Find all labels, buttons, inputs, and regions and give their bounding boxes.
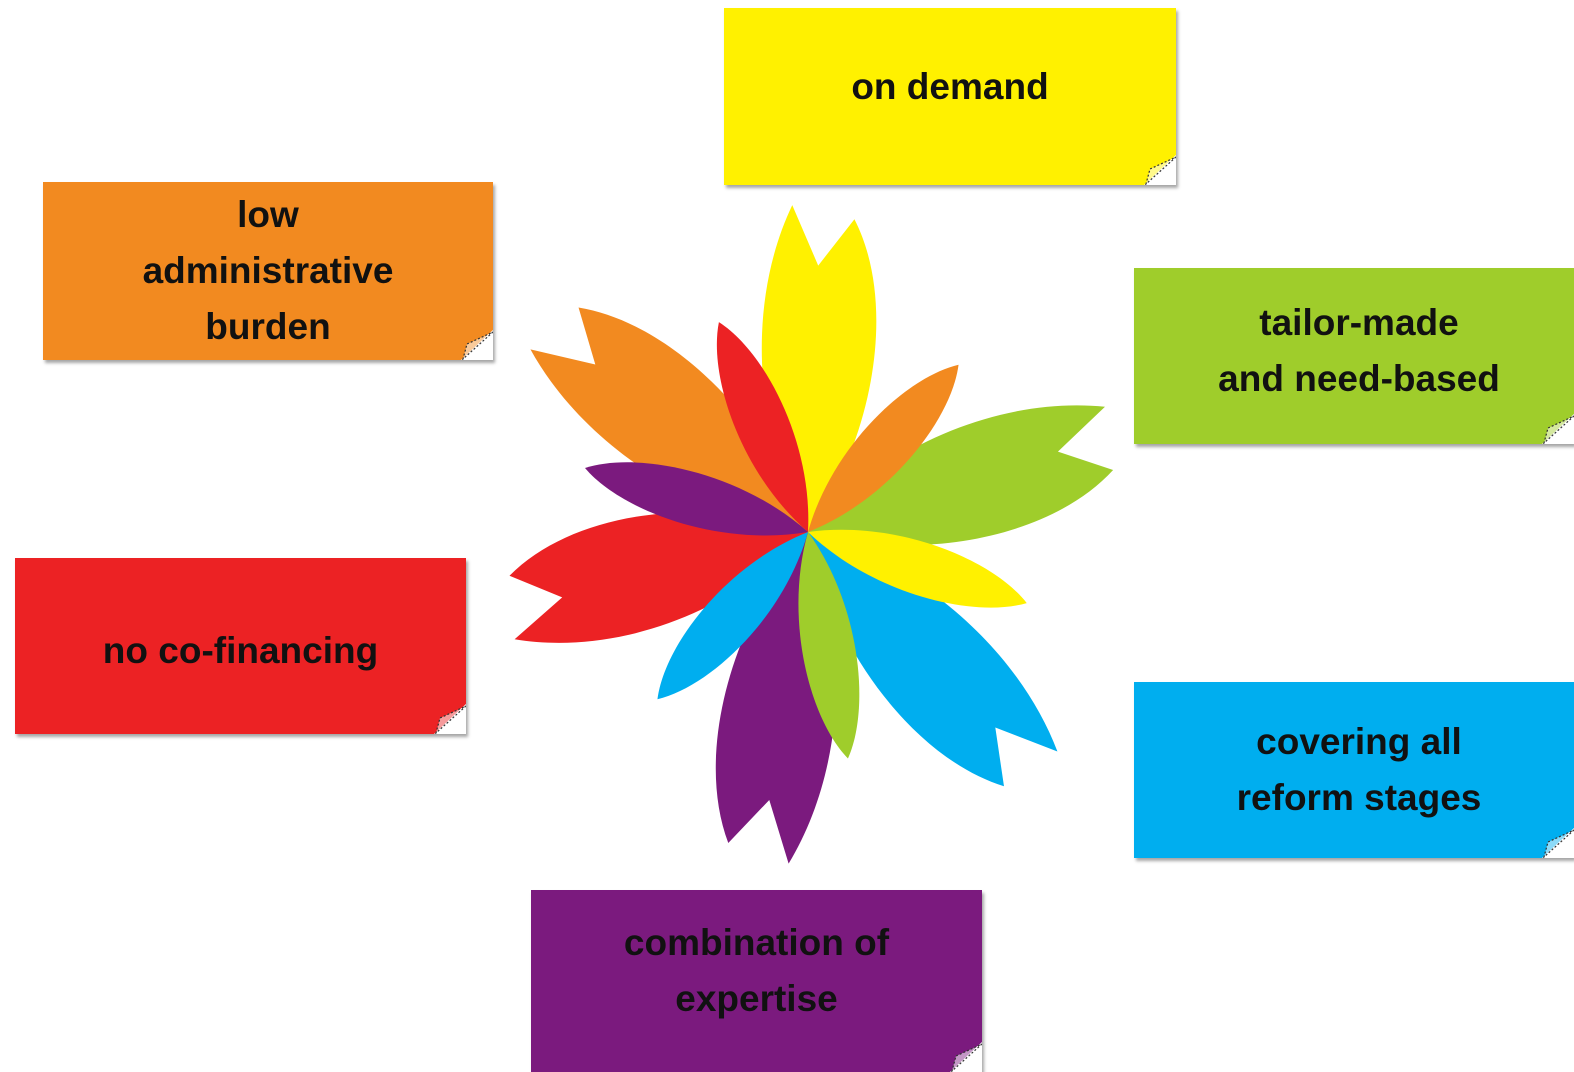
petal-blue-inner <box>657 532 808 700</box>
note-covering-all-reform-stages: covering all reform stages <box>1134 682 1574 858</box>
petal-red-outer <box>509 512 808 643</box>
page-curl-icon <box>950 1042 982 1072</box>
petal-green-inner <box>798 532 860 759</box>
note-low-administrative-burden-label: low administrative burden <box>142 194 394 347</box>
note-tailor-made: tailor-made and need-based <box>1134 268 1574 444</box>
note-on-demand-label: on demand <box>851 65 1049 107</box>
note-combination-of-expertise: combination of expertise <box>531 890 982 1072</box>
page-curl-icon <box>1144 155 1176 185</box>
note-combination-of-expertise-label: combination of expertise <box>623 922 890 1019</box>
note-tailor-made-label: tailor-made and need-based <box>1218 302 1500 399</box>
note-on-demand: on demand <box>724 8 1176 185</box>
petal-orange-outer <box>530 307 808 532</box>
note-low-administrative-burden: low administrative burden <box>43 182 493 360</box>
petal-green-outer <box>808 405 1114 546</box>
petal-purple-inner <box>584 462 808 536</box>
note-no-co-financing-label: no co-financing <box>102 630 379 671</box>
page-curl-icon <box>434 704 466 734</box>
petal-orange-inner <box>808 364 959 532</box>
note-no-co-financing: no co-financing <box>15 558 466 734</box>
page-curl-icon <box>1542 828 1574 858</box>
petal-red-inner <box>716 322 809 532</box>
note-covering-all-reform-stages-label: covering all reform stages <box>1236 721 1482 818</box>
petal-blue-outer <box>808 532 1058 787</box>
petal-yellow-inner <box>808 529 1027 608</box>
page-curl-icon <box>1542 414 1574 444</box>
page-curl-icon <box>461 330 493 360</box>
